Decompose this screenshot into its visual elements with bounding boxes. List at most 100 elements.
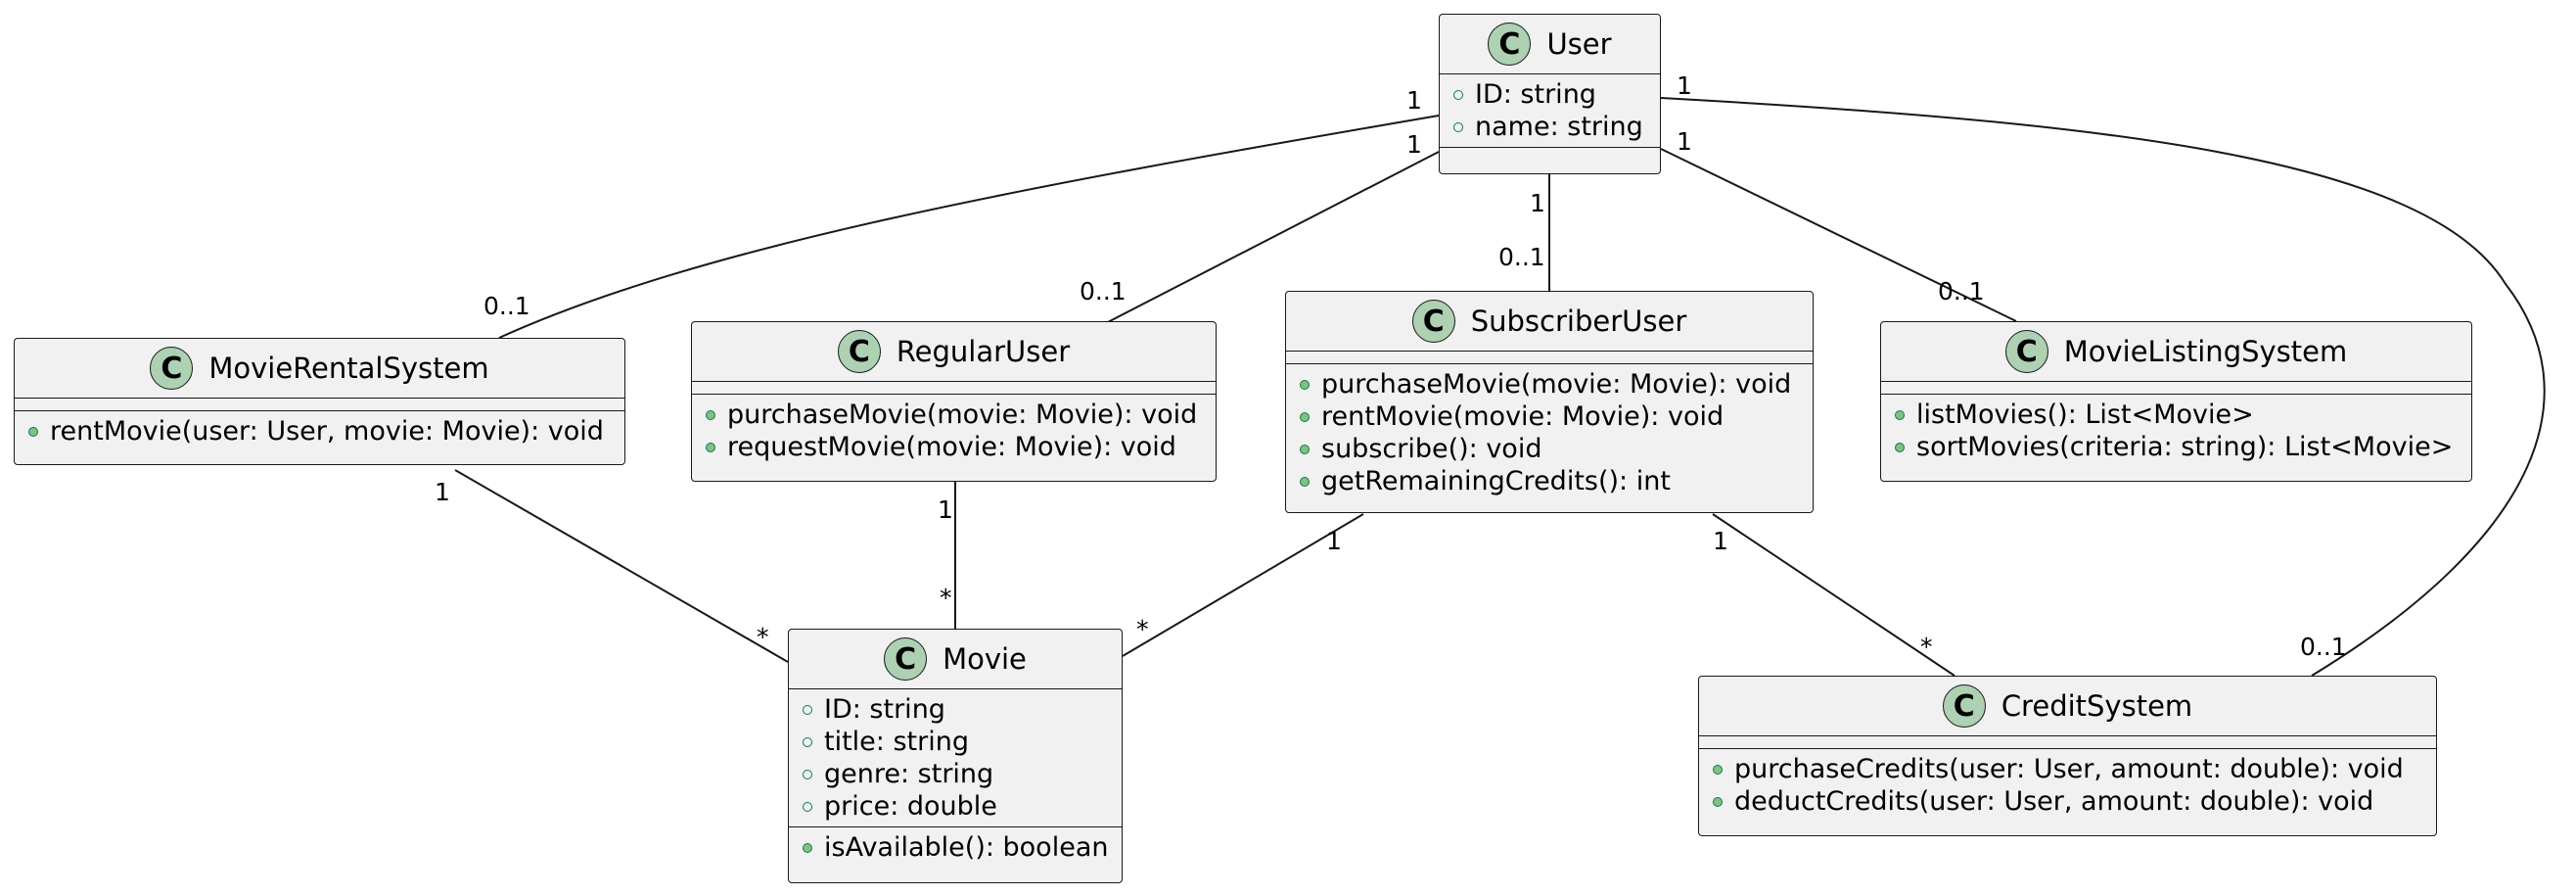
- class-name: RegularUser: [896, 335, 1071, 368]
- fields-section: ID: string name: string: [1440, 74, 1660, 148]
- class-name: SubscriberUser: [1470, 305, 1687, 338]
- public-method-icon: [1895, 409, 1905, 420]
- class-c-icon: C: [1411, 300, 1455, 343]
- field-row: title: string: [789, 726, 1122, 758]
- fields-section: [1286, 352, 1813, 364]
- mult-user-creditsystem-from: 1: [1677, 71, 1692, 100]
- class-movie[interactable]: C Movie ID: string title: string genre: …: [788, 629, 1123, 883]
- edge-user-movierentalsystem: [498, 115, 1440, 339]
- class-name: User: [1546, 27, 1612, 61]
- mult-movierentalsystem-movie-to: *: [757, 623, 769, 651]
- class-header: C User: [1440, 15, 1660, 74]
- mult-user-subscriberuser-to: 0..1: [1498, 243, 1545, 271]
- mult-subscriberuser-creditsystem-to: *: [1920, 633, 1933, 661]
- public-field-icon: [803, 801, 812, 812]
- class-c-icon: C: [1942, 684, 1986, 728]
- class-name: Movie: [943, 642, 1027, 676]
- edge-subscriberuser-creditsystem: [1712, 513, 1955, 677]
- edge-user-movielistingsystem: [1660, 148, 2017, 322]
- mult-movierentalsystem-movie-from: 1: [435, 478, 450, 506]
- mult-regularuser-movie-to: *: [940, 584, 952, 612]
- method-row: sortMovies(criteria: string): List<Movie…: [1881, 431, 2471, 463]
- public-method-icon: [1300, 411, 1310, 422]
- class-header: C CreditSystem: [1699, 677, 2436, 736]
- class-header: C Movie: [789, 630, 1122, 689]
- mult-user-subscriberuser-from: 1: [1530, 189, 1545, 217]
- public-field-icon: [1453, 89, 1463, 100]
- class-movierentalsystem[interactable]: C MovieRentalSystem rentMovie(user: User…: [14, 338, 625, 465]
- public-field-icon: [803, 736, 812, 747]
- methods-section: purchaseMovie(movie: Movie): void rentMo…: [1286, 364, 1813, 501]
- public-method-icon: [1300, 476, 1310, 487]
- class-c-icon: C: [150, 347, 194, 390]
- mult-subscriberuser-movie-to: *: [1136, 615, 1149, 643]
- class-header: C RegularUser: [692, 322, 1216, 382]
- field-row: price: double: [789, 790, 1122, 823]
- fields-section: ID: string title: string genre: string p…: [789, 689, 1122, 827]
- field-row: ID: string: [1440, 78, 1660, 111]
- mult-regularuser-movie-from: 1: [938, 495, 953, 524]
- mult-subscriberuser-movie-from: 1: [1326, 527, 1342, 555]
- method-row: purchaseMovie(movie: Movie): void: [692, 399, 1216, 431]
- method-row: purchaseMovie(movie: Movie): void: [1286, 368, 1813, 400]
- mult-user-regularuser-from: 1: [1406, 130, 1422, 159]
- method-row: purchaseCredits(user: User, amount: doub…: [1699, 753, 2436, 785]
- mult-user-movielistingsystem-to: 0..1: [1938, 277, 1985, 306]
- mult-user-movielistingsystem-from: 1: [1677, 127, 1692, 156]
- mult-user-regularuser-to: 0..1: [1080, 277, 1127, 306]
- class-creditsystem[interactable]: C CreditSystem purchaseCredits(user: Use…: [1698, 676, 2437, 836]
- public-method-icon: [1300, 444, 1310, 454]
- fields-section: [15, 399, 624, 411]
- public-method-icon: [1713, 764, 1723, 775]
- public-field-icon: [803, 704, 812, 715]
- public-field-icon: [803, 769, 812, 779]
- class-name: CreditSystem: [2001, 689, 2193, 723]
- method-row: subscribe(): void: [1286, 433, 1813, 465]
- fields-section: [1881, 382, 2471, 395]
- methods-section: listMovies(): List<Movie> sortMovies(cri…: [1881, 395, 2471, 467]
- methods-section: isAvailable(): boolean: [789, 827, 1122, 868]
- class-header: C MovieRentalSystem: [15, 339, 624, 399]
- class-header: C MovieListingSystem: [1881, 322, 2471, 382]
- class-c-icon: C: [884, 637, 928, 681]
- class-c-icon: C: [1488, 23, 1532, 66]
- class-c-icon: C: [2004, 330, 2048, 373]
- class-header: C SubscriberUser: [1286, 292, 1813, 352]
- public-method-icon: [1713, 796, 1723, 807]
- field-row: name: string: [1440, 111, 1660, 143]
- public-method-icon: [706, 442, 715, 452]
- methods-section: purchaseCredits(user: User, amount: doub…: [1699, 749, 2436, 822]
- mult-user-movierentalsystem-from: 1: [1406, 86, 1422, 115]
- methods-section: rentMovie(user: User, movie: Movie): voi…: [15, 411, 624, 451]
- public-method-icon: [28, 426, 38, 437]
- mult-user-movierentalsystem-to: 0..1: [483, 292, 530, 320]
- method-row: rentMovie(user: User, movie: Movie): voi…: [15, 415, 624, 448]
- edge-subscriberuser-movie: [1122, 513, 1364, 657]
- method-row: requestMovie(movie: Movie): void: [692, 431, 1216, 463]
- method-row: listMovies(): List<Movie>: [1881, 399, 2471, 431]
- field-row: ID: string: [789, 693, 1122, 726]
- method-row: deductCredits(user: User, amount: double…: [1699, 785, 2436, 818]
- method-row: getRemainingCredits(): int: [1286, 465, 1813, 497]
- class-name: MovieListingSystem: [2063, 335, 2348, 368]
- public-method-icon: [1300, 379, 1310, 390]
- field-row: genre: string: [789, 758, 1122, 790]
- class-movielistingsystem[interactable]: C MovieListingSystem listMovies(): List<…: [1880, 321, 2472, 482]
- methods-section: purchaseMovie(movie: Movie): void reques…: [692, 395, 1216, 467]
- public-field-icon: [1453, 121, 1463, 132]
- class-c-icon: C: [837, 330, 881, 373]
- fields-section: [1699, 736, 2436, 749]
- method-row: rentMovie(movie: Movie): void: [1286, 400, 1813, 433]
- edge-user-regularuser: [1105, 151, 1440, 324]
- mult-user-creditsystem-to: 0..1: [2300, 633, 2347, 661]
- edge-movierentalsystem-movie: [454, 469, 789, 663]
- class-regularuser[interactable]: C RegularUser purchaseMovie(movie: Movie…: [691, 321, 1217, 482]
- class-subscriberuser[interactable]: C SubscriberUser purchaseMovie(movie: Mo…: [1285, 291, 1814, 513]
- class-user[interactable]: C User ID: string name: string: [1439, 14, 1661, 174]
- public-method-icon: [1895, 442, 1905, 452]
- methods-section: [1440, 148, 1660, 160]
- public-method-icon: [706, 409, 715, 420]
- fields-section: [692, 382, 1216, 395]
